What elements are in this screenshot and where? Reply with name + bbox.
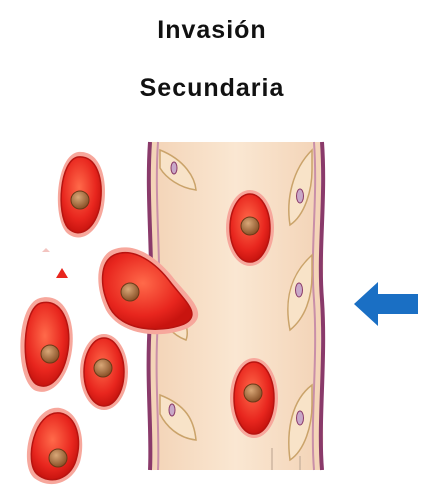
cell-in-vessel-2 — [230, 358, 278, 438]
invading-cell-3 — [20, 297, 72, 392]
invading-cell-1 — [58, 152, 105, 238]
invading-cell-4 — [80, 334, 128, 410]
cell-fragments — [42, 248, 68, 278]
invading-cell-5 — [27, 408, 82, 484]
arrow-left-icon — [354, 282, 418, 326]
cell-in-vessel-1 — [226, 190, 274, 266]
